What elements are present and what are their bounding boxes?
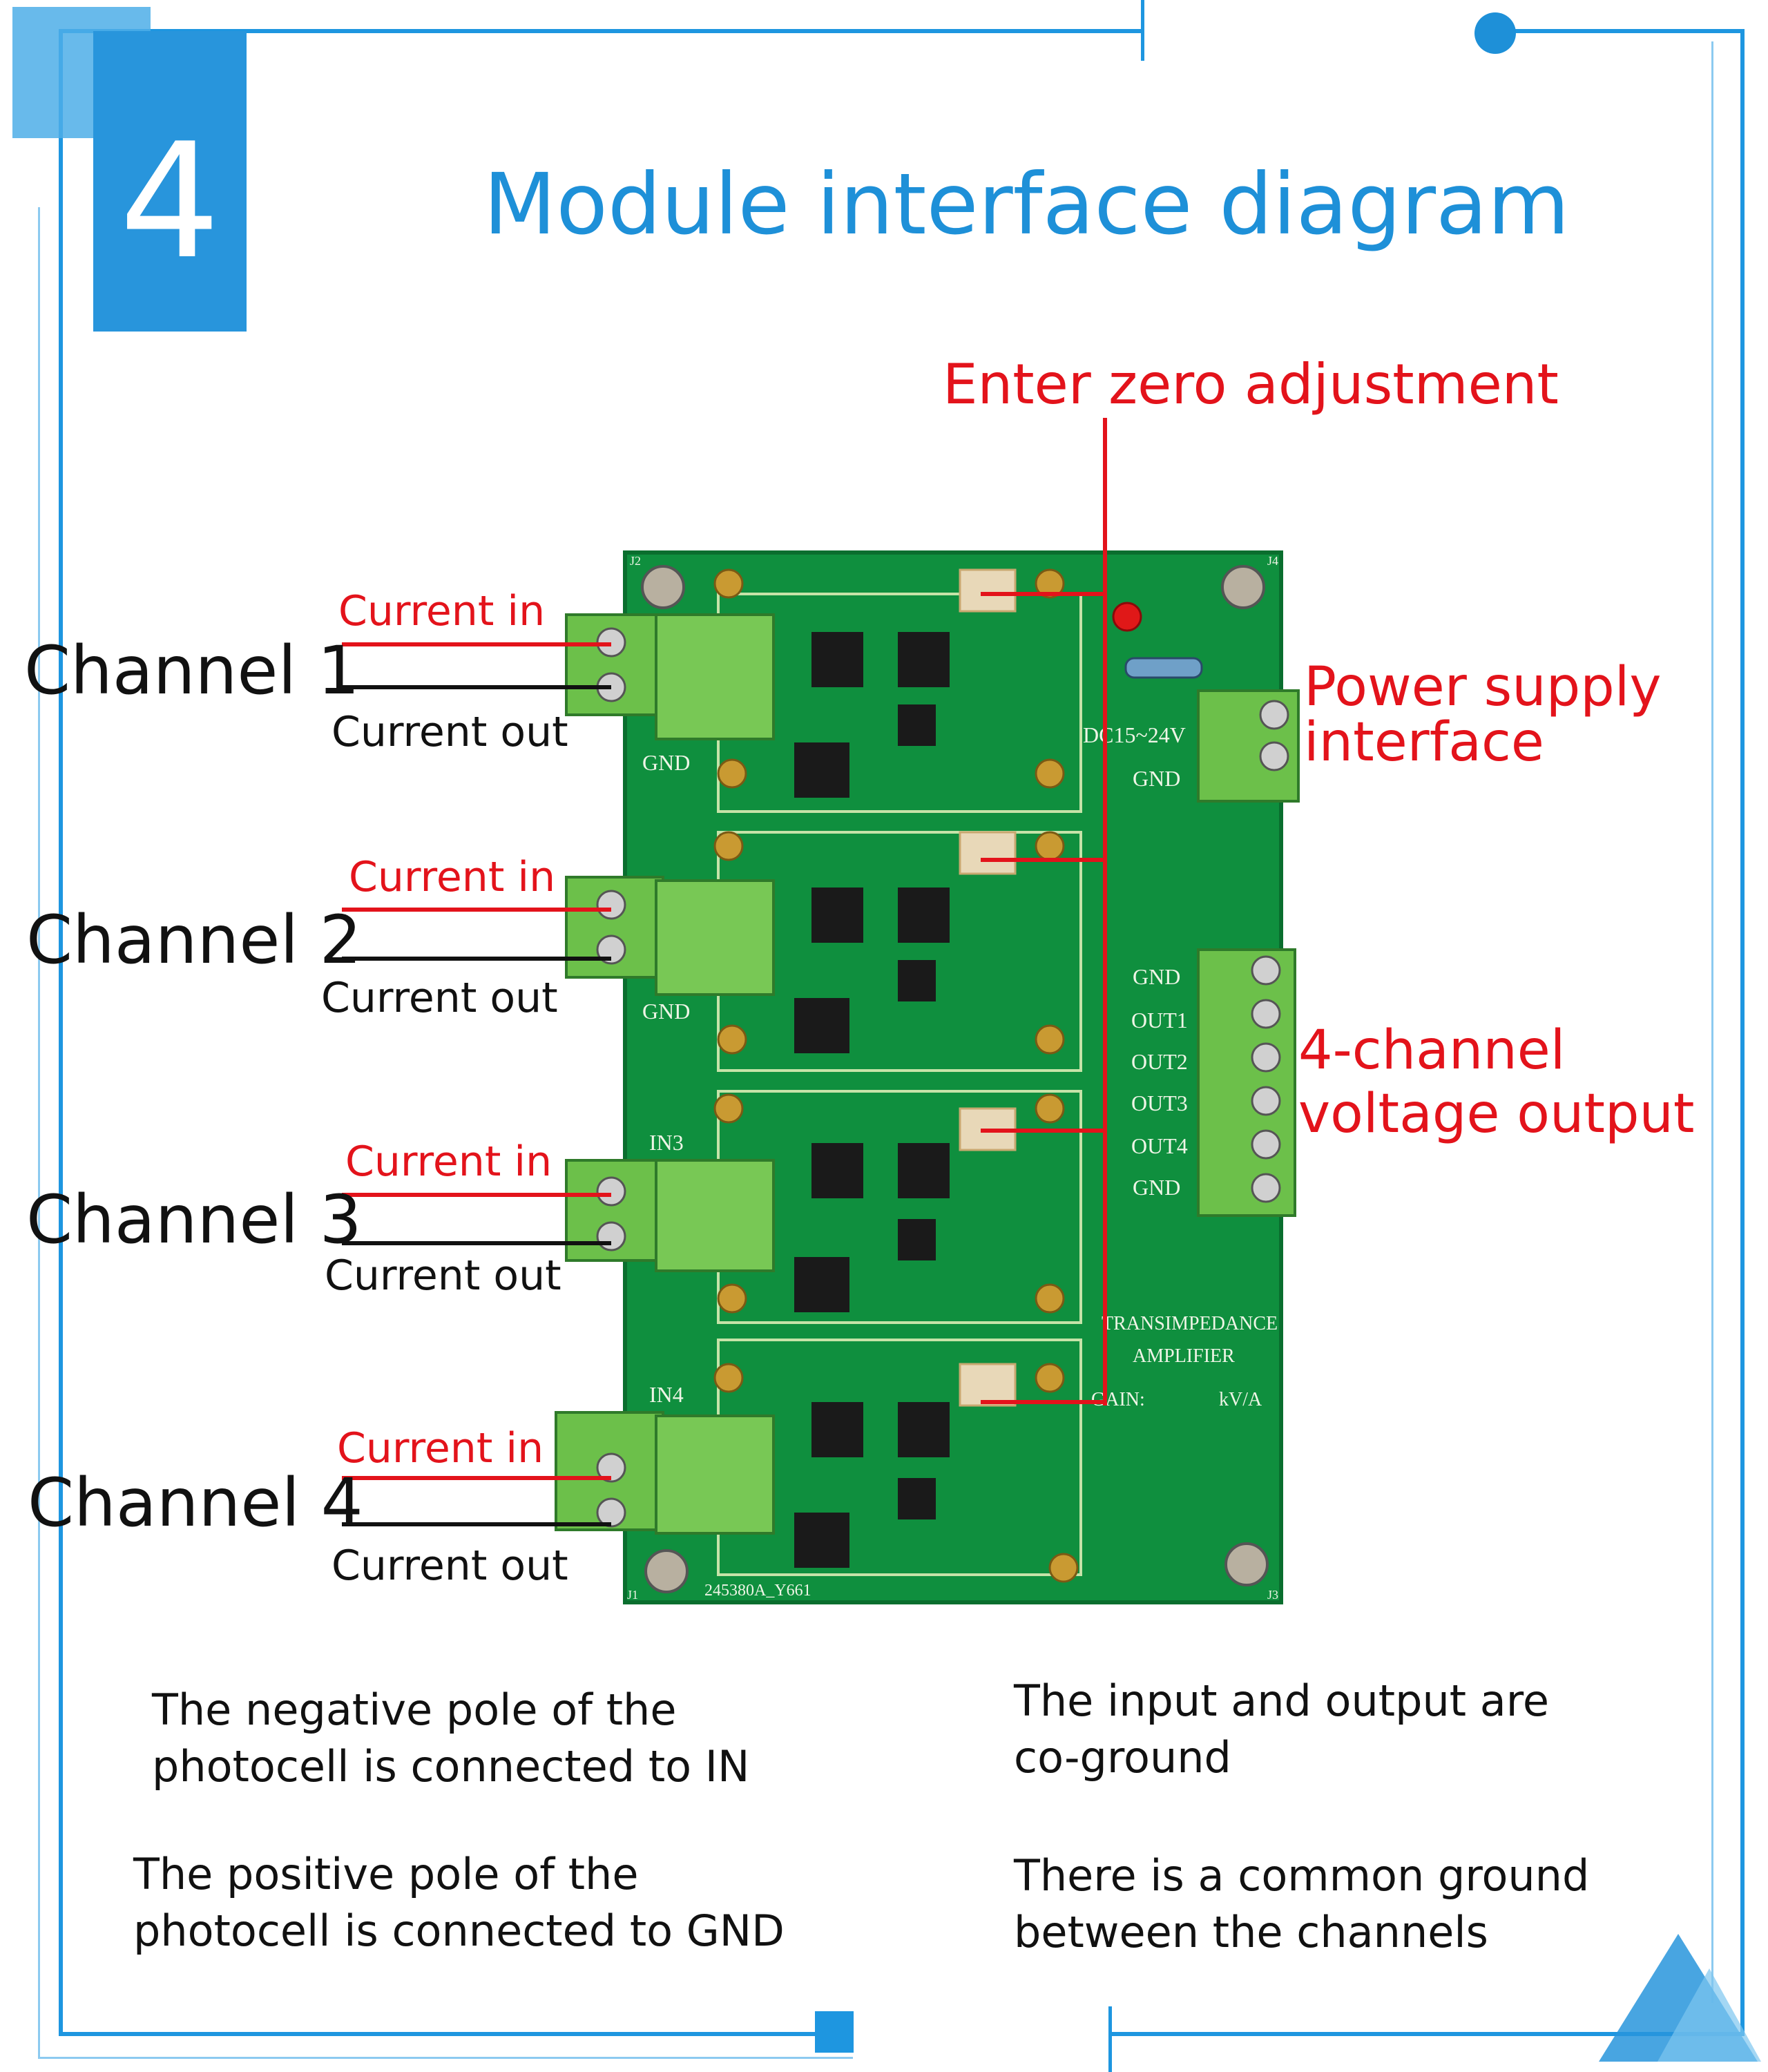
- j1-label: J1: [627, 1588, 638, 1602]
- in4-label: IN4: [649, 1382, 684, 1407]
- note-common-ground-line2: between the channels: [1014, 1907, 1488, 1957]
- power-supply-line2: interface: [1304, 711, 1544, 774]
- gnd-label-2: GND: [642, 999, 690, 1024]
- j3-label: J3: [1267, 1588, 1278, 1602]
- channel-3-name: Channel 3: [26, 1181, 362, 1258]
- note-negative-pole-line1: The negative pole of the: [152, 1685, 677, 1735]
- voltage-output-label: 4-channel voltage output: [1298, 1019, 1695, 1146]
- power-pin-2: GND: [1133, 766, 1180, 791]
- channel-2-current-in: Current in: [349, 853, 556, 901]
- amp-title-2: AMPLIFIER: [1133, 1345, 1235, 1367]
- output-pin-5: OUT4: [1131, 1133, 1188, 1158]
- page-title: Module interface diagram: [483, 155, 1570, 253]
- channel-1-current-out: Current out: [332, 708, 568, 756]
- section-number: 4: [119, 109, 221, 294]
- output-pin-1: GND: [1133, 964, 1180, 989]
- j4-label: J4: [1267, 554, 1278, 568]
- note-co-ground-line2: co-ground: [1014, 1732, 1231, 1783]
- section-badge: 4: [93, 31, 247, 332]
- note-negative-pole: The negative pole of the photocell is co…: [152, 1682, 912, 1795]
- channel-3-current-out: Current out: [325, 1251, 561, 1300]
- channel-3-current-in: Current in: [345, 1138, 552, 1186]
- power-supply-label: Power supply interface: [1304, 660, 1662, 770]
- output-pin-3: OUT2: [1131, 1049, 1188, 1074]
- voltage-output-line2: voltage output: [1298, 1083, 1695, 1145]
- output-pin-2: OUT1: [1131, 1008, 1188, 1033]
- resistor: [1124, 657, 1203, 679]
- note-common-ground: There is a common ground between the cha…: [1014, 1848, 1768, 1961]
- voltage-output-line1: 4-channel: [1298, 1019, 1566, 1082]
- channel-1-name: Channel 1: [24, 632, 360, 709]
- gain-label: GAIN:: [1091, 1389, 1145, 1410]
- channel-2-name: Channel 2: [26, 901, 362, 979]
- channel-4-current-out: Current out: [332, 1542, 568, 1590]
- channel-1-current-in: Current in: [338, 587, 546, 635]
- gnd-label-1: GND: [642, 750, 690, 775]
- in3-label: IN3: [649, 1130, 684, 1155]
- note-positive-pole-line1: The positive pole of the: [133, 1849, 639, 1899]
- channel-2-current-out: Current out: [321, 974, 558, 1022]
- power-pin-1: DC15~24V: [1083, 722, 1186, 747]
- output-terminal: [1197, 948, 1296, 1217]
- power-supply-line1: Power supply: [1304, 656, 1662, 718]
- note-positive-pole: The positive pole of the photocell is co…: [133, 1846, 893, 1959]
- output-pin-6: GND: [1133, 1175, 1180, 1200]
- channel-4-current-in: Current in: [337, 1424, 544, 1473]
- j2-label: J2: [630, 554, 641, 568]
- note-negative-pole-line2: photocell is connected to IN: [152, 1741, 750, 1792]
- zero-adjust-label: Enter zero adjustment: [943, 352, 1559, 416]
- triangle-icon: [1599, 1934, 1761, 2062]
- ic-chips: [794, 632, 950, 1568]
- part-code: 245380A_Y661: [704, 1582, 811, 1600]
- channel-4-name: Channel 4: [28, 1464, 363, 1542]
- gain-unit: kV/A: [1219, 1389, 1262, 1410]
- note-common-ground-line1: There is a common ground: [1014, 1850, 1590, 1901]
- output-pin-4: OUT3: [1131, 1091, 1188, 1115]
- note-co-ground: The input and output are co-ground: [1014, 1673, 1768, 1786]
- note-co-ground-line1: The input and output are: [1014, 1676, 1550, 1726]
- corner-nuts: [641, 565, 1269, 1593]
- circle-dot-icon: [1474, 12, 1516, 54]
- amp-title-1: TRANSIMPEDANCE: [1102, 1313, 1278, 1334]
- note-positive-pole-line2: photocell is connected to GND: [133, 1906, 785, 1956]
- led-indicator: [1112, 602, 1142, 632]
